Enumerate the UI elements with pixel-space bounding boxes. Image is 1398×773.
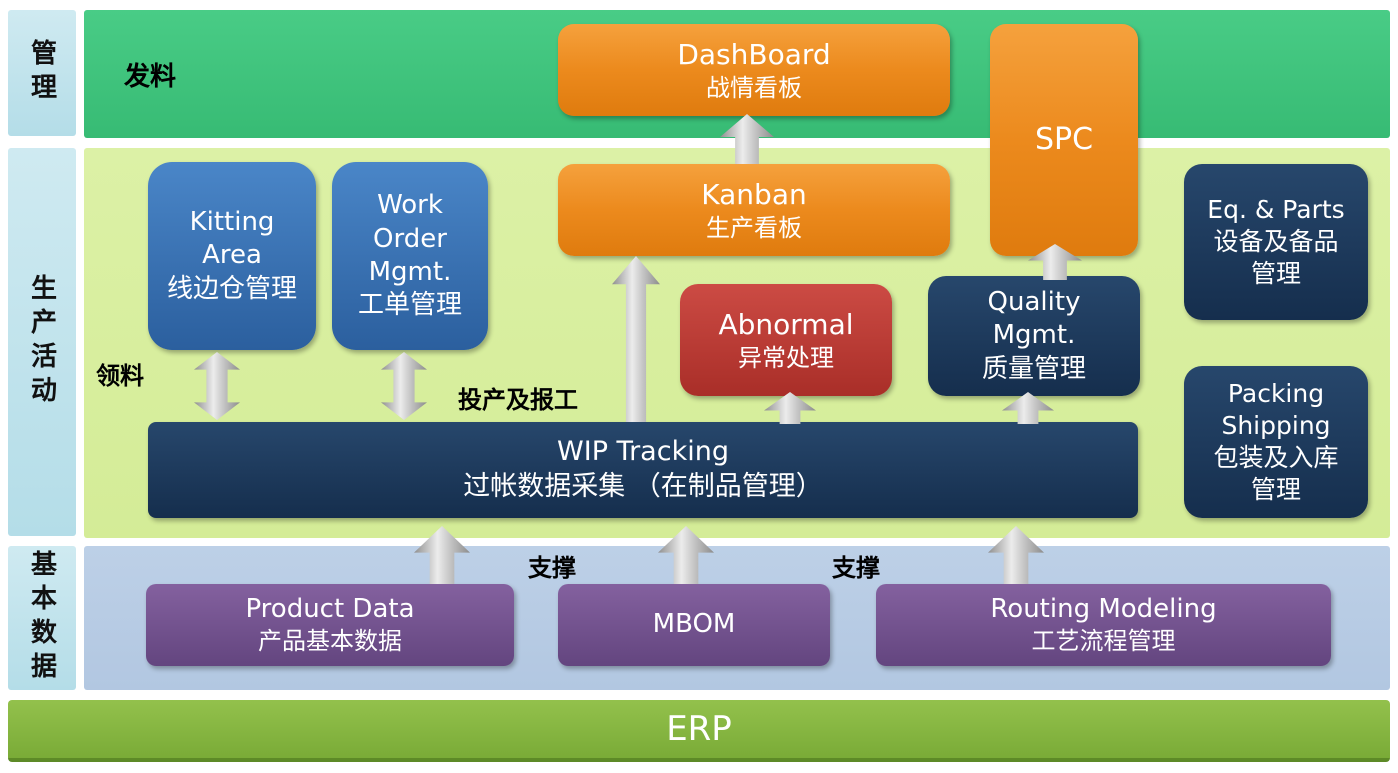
packing-shipping-title: Packing Shipping [1221,379,1331,440]
support-label-1: 支撑 [528,554,576,582]
eq-parts-title: Eq. & Parts [1207,195,1345,224]
abnormal-subtitle: 异常处理 [738,343,834,372]
kitting-area-subtitle: 线边仓管理 [166,273,297,304]
dashboard-title: DashBoard [677,37,831,71]
kanban-subtitle: 生产看板 [706,213,802,242]
kitting-area-title: Kitting Area [189,207,275,271]
work-order-title: Work Order Mgmt. [368,190,452,287]
pick-material-label: 领料 [96,362,144,390]
routing-modeling-subtitle: 工艺流程管理 [1031,627,1176,656]
work-order-subtitle: 工单管理 [357,290,462,321]
product-data-title: Product Data [245,594,415,624]
dashboard-subtitle: 战情看板 [706,73,802,102]
abnormal-title: Abnormal [718,307,854,341]
wip-tracking-subtitle: 过帐数据采集 （在制品管理） [463,471,823,502]
row-label-management: 管理 [8,10,76,136]
erp-bar: ERP [8,700,1390,762]
row-label-management-text: 管理 [26,39,57,107]
kanban-title: Kanban [701,177,807,211]
quality-subtitle: 质量管理 [981,353,1086,384]
spc-title: SPC [1034,121,1094,157]
wip-tracking-bar: WIP Tracking 过帐数据采集 （在制品管理） [148,422,1138,518]
row-label-production-text: 生产活动 [26,274,57,410]
quality-title: Quality Mgmt. [987,287,1081,351]
eq-parts-box: Eq. & Parts 设备及备品管理 [1184,164,1368,320]
start-and-report-label: 投产及报工 [458,386,578,414]
kanban-box: Kanban 生产看板 [558,164,950,256]
dashboard-box: DashBoard 战情看板 [558,24,950,116]
eq-parts-subtitle: 设备及备品管理 [1213,227,1339,288]
row-label-production: 生产活动 [8,148,76,536]
product-data-box: Product Data 产品基本数据 [146,584,514,666]
packing-shipping-subtitle: 包装及入库管理 [1213,443,1339,504]
mbom-box: MBOM [558,584,830,666]
erp-title: ERP [666,709,732,749]
mbom-title: MBOM [652,609,736,640]
product-data-subtitle: 产品基本数据 [258,627,402,656]
row-label-basic-data-text: 基本数据 [26,550,57,686]
routing-modeling-box: Routing Modeling 工艺流程管理 [876,584,1331,666]
work-order-box: Work Order Mgmt. 工单管理 [332,162,488,350]
packing-shipping-box: Packing Shipping 包装及入库管理 [1184,366,1368,518]
row-label-basic-data: 基本数据 [8,546,76,690]
issue-material-label: 发料 [124,62,177,92]
quality-box: Quality Mgmt. 质量管理 [928,276,1140,396]
kitting-area-box: Kitting Area 线边仓管理 [148,162,316,350]
abnormal-box: Abnormal 异常处理 [680,284,892,396]
support-label-2: 支撑 [832,554,880,582]
spc-box: SPC [990,24,1138,256]
routing-modeling-title: Routing Modeling [990,594,1217,624]
wip-tracking-title: WIP Tracking [557,436,729,468]
